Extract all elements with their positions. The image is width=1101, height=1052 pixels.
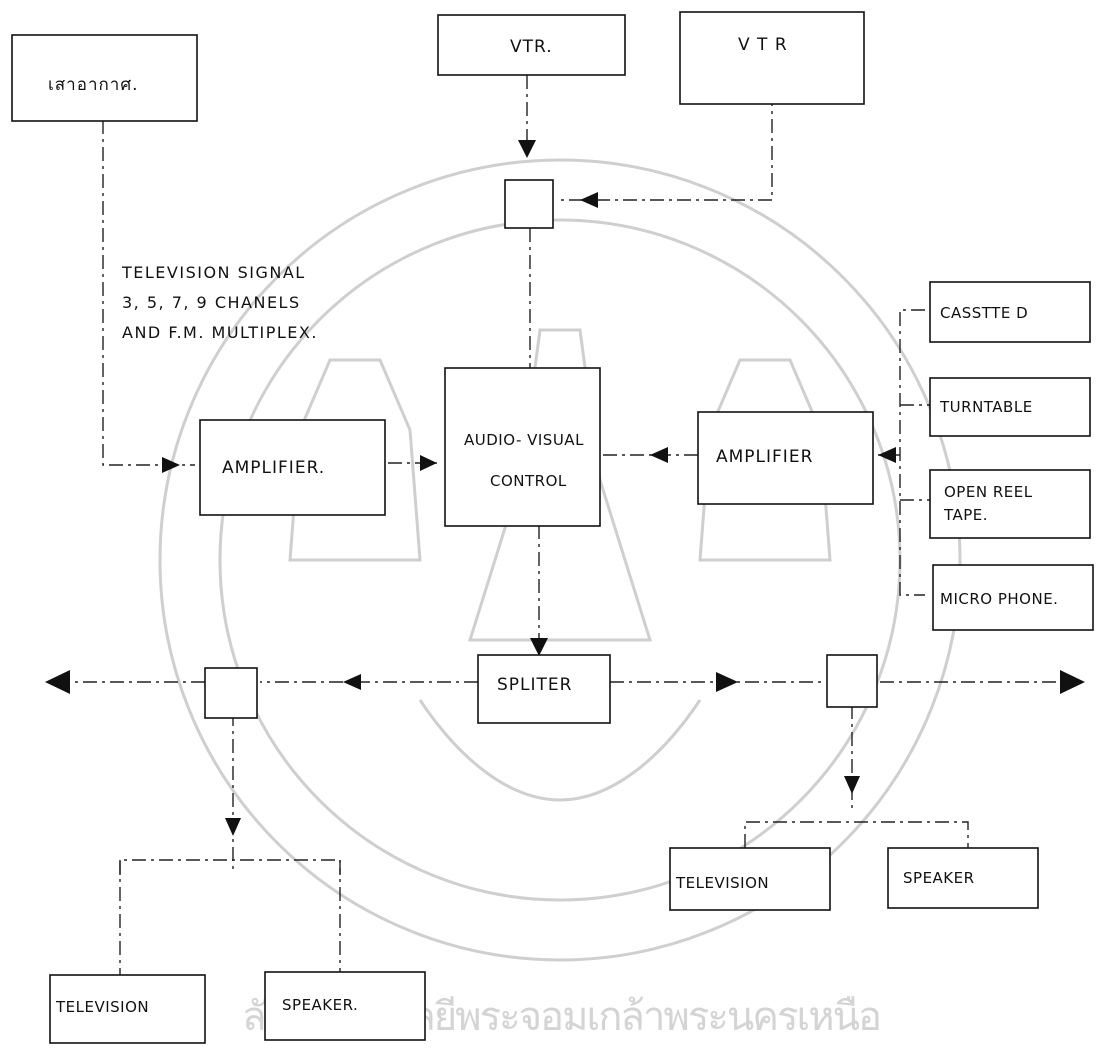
- arrow-left-out: [45, 670, 70, 694]
- watermark-seal: ลัยเทคโนโลยีพระจอมเกล้าพระนครเหนือ: [158, 158, 962, 1040]
- signal-note: TELEVISION SIGNAL 3, 5, 7, 9 CHANELS AND…: [121, 263, 318, 342]
- av-control-label-1: AUDIO- VISUAL: [464, 431, 584, 449]
- spliter-label: SPLITER: [497, 675, 572, 695]
- speaker-left-box: SPEAKER.: [264, 971, 426, 1041]
- arrow-left-amp-right-in: [878, 447, 896, 463]
- vtr2-box: V T R: [679, 11, 865, 105]
- open-reel-label-2: TAPE.: [943, 506, 988, 524]
- antenna-box: เสาอากาศ.: [11, 34, 198, 122]
- wire-vtr2-switch: [558, 65, 773, 201]
- amplifier-left-box: AMPLIFIER.: [199, 419, 386, 516]
- arrow-down-vtr1: [518, 140, 536, 158]
- microphone-label: MICRO PHONE.: [940, 590, 1058, 608]
- arrow-left-vtr2: [580, 192, 598, 208]
- speaker-right-box: SPEAKER: [887, 847, 1039, 909]
- tv-left-box: TELEVISION: [49, 974, 206, 1044]
- wire-sources-bus: [899, 309, 925, 596]
- amplifier-right-label: AMPLIFIER: [716, 447, 813, 467]
- tv-right-box: TELEVISION: [669, 847, 831, 911]
- arrow-right-avcontrol-in: [420, 455, 437, 471]
- vtr1-label: VTR.: [510, 37, 553, 57]
- arrow-down-right-outputs: [844, 776, 860, 794]
- av-control-box: AUDIO- VISUAL CONTROL: [444, 367, 601, 527]
- arrow-right-out: [1060, 670, 1085, 694]
- tv-left-label: TELEVISION: [55, 998, 149, 1016]
- vtr2-label: V T R: [738, 35, 788, 55]
- vtr-switch-box: [504, 179, 554, 229]
- left-switch-box: [204, 667, 258, 719]
- arrowheads: [45, 140, 1085, 836]
- amplifier-left-label: AMPLIFIER.: [222, 458, 325, 478]
- note-line3: AND F.M. MULTIPLEX.: [122, 323, 318, 342]
- arrow-down-left-outputs: [225, 818, 241, 836]
- turntable-box: TURNTABLE: [929, 377, 1091, 437]
- av-control-label-2: CONTROL: [490, 472, 567, 490]
- speaker-left-label: SPEAKER.: [282, 996, 358, 1014]
- antenna-label: เสาอากาศ.: [48, 75, 139, 95]
- cassette-box: CASSTTE D: [929, 281, 1091, 343]
- wire-right-outputs: [744, 821, 969, 848]
- note-line1: TELEVISION SIGNAL: [121, 263, 306, 282]
- open-reel-label-1: OPEN REEL: [944, 483, 1033, 501]
- note-line2: 3, 5, 7, 9 CHANELS: [122, 293, 301, 312]
- arrow-left-from-spliter: [343, 674, 361, 690]
- arrow-down-spliter: [530, 638, 548, 656]
- wire-left-outputs: [119, 859, 341, 875]
- turntable-label: TURNTABLE: [939, 398, 1033, 416]
- amplifier-right-box: AMPLIFIER: [697, 411, 874, 505]
- right-switch-box: [826, 654, 878, 708]
- open-reel-box: OPEN REEL TAPE.: [929, 469, 1091, 539]
- microphone-box: MICRO PHONE.: [932, 564, 1094, 631]
- speaker-right-label: SPEAKER: [903, 869, 975, 887]
- vtr1-box: VTR.: [437, 14, 626, 76]
- spliter-box: SPLITER: [477, 654, 611, 724]
- cassette-label: CASSTTE D: [940, 304, 1028, 322]
- arrow-right-amp-left-in: [162, 457, 180, 473]
- arrow-right-from-spliter: [716, 672, 738, 692]
- tv-right-label: TELEVISION: [675, 874, 769, 892]
- arrow-left-avcontrol-in: [650, 447, 668, 463]
